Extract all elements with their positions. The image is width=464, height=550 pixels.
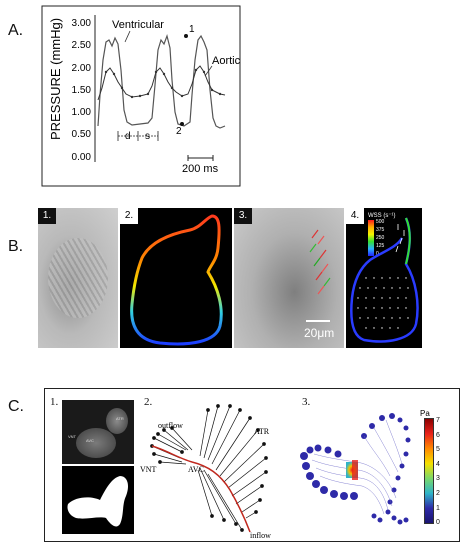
sub-label-b1: 1. bbox=[38, 208, 56, 224]
label-vnt: VNT bbox=[140, 465, 157, 474]
colorbar-tick: 1 bbox=[436, 504, 440, 512]
point-1-label: 1 bbox=[189, 24, 195, 35]
colorbar-tick: 0 bbox=[376, 251, 379, 257]
sub-label-b3: 3. bbox=[234, 208, 252, 224]
panel-b-letter: B. bbox=[8, 238, 24, 255]
y-axis-label: PRESSURE (mmHg) bbox=[48, 18, 63, 140]
panel-a-letter: A. bbox=[8, 22, 24, 39]
length-scale-bar bbox=[306, 320, 330, 322]
label-inflow: inflow bbox=[250, 531, 271, 540]
colorbar-tick: 6 bbox=[436, 431, 440, 439]
y-tick: 2.00 bbox=[72, 63, 92, 74]
image-label-atr: ATR bbox=[116, 416, 124, 421]
sub-label-c1: 1. bbox=[50, 396, 59, 408]
sub-label-b4: 4. bbox=[346, 208, 364, 224]
aortic-markers bbox=[104, 68, 222, 99]
y-tick: 1.00 bbox=[72, 107, 92, 118]
velocity-vectors bbox=[309, 229, 331, 295]
label-atr: ATR bbox=[254, 427, 270, 436]
y-tick: 0.00 bbox=[72, 152, 92, 163]
microscopy-image-3: 3. 20μm bbox=[234, 208, 344, 348]
wss-outline-image: 2. bbox=[120, 208, 232, 348]
pressure-hotspot bbox=[346, 460, 358, 480]
phase-d-label: d bbox=[125, 131, 131, 142]
colorbar-tick: 3 bbox=[436, 475, 440, 483]
phase-s-label: s bbox=[145, 131, 150, 142]
pressure-chart: PRESSURE (mmHg) 0.00 0.50 1.00 1.50 2.00… bbox=[41, 5, 241, 187]
aortic-trace bbox=[97, 65, 226, 101]
length-scale-label: 20μm bbox=[304, 326, 335, 340]
colorbar-tick: 250 bbox=[376, 235, 385, 241]
series-label-ventricular: Ventricular bbox=[112, 19, 164, 31]
centerline-path bbox=[151, 445, 251, 533]
label-avc: AVC bbox=[188, 465, 204, 474]
vessel-outline bbox=[350, 217, 419, 343]
chart-frame bbox=[41, 5, 241, 187]
point-2-label: 2 bbox=[176, 126, 182, 137]
colorbar-tick: 4 bbox=[436, 460, 440, 468]
vector-grid bbox=[357, 277, 409, 329]
confocal-image: VNT AVC ATR bbox=[62, 400, 134, 464]
sub-label-c2: 2. bbox=[144, 396, 153, 408]
colorbar-tick: 125 bbox=[376, 243, 385, 249]
time-scale-label: 200 ms bbox=[182, 163, 219, 175]
segmentation-mask bbox=[62, 466, 134, 534]
y-tick: 2.50 bbox=[72, 40, 92, 51]
colorbar-tick: 5 bbox=[436, 446, 440, 454]
colorbar-tick: 0 bbox=[436, 519, 440, 527]
mesh-nodes bbox=[300, 413, 411, 525]
point-1-marker bbox=[184, 34, 188, 38]
y-tick: 3.00 bbox=[72, 18, 92, 29]
wss-outline-path bbox=[130, 214, 223, 346]
colorbar-tick: 7 bbox=[436, 417, 440, 424]
wss-vector-field: 4. WSS (s⁻¹) 500 375 250 125 0 bbox=[346, 208, 422, 348]
ventricular-trace bbox=[97, 33, 226, 129]
colorbar-title-c: Pa bbox=[420, 409, 430, 418]
sub-label-b2: 2. bbox=[120, 208, 138, 224]
colorbar-c bbox=[424, 418, 434, 524]
point-2-marker bbox=[180, 122, 184, 126]
y-tick: 1.50 bbox=[72, 85, 92, 96]
y-tick: 0.50 bbox=[72, 129, 92, 140]
colorbar-tick: 2 bbox=[436, 489, 440, 497]
panel-c-letter: C. bbox=[8, 398, 24, 415]
image-label-vnt: VNT bbox=[68, 434, 76, 439]
colorbar-tick: 500 bbox=[376, 219, 385, 225]
label-outflow: outflow bbox=[158, 421, 183, 430]
colorbar-tick: 375 bbox=[376, 227, 385, 233]
sub-label-c3: 3. bbox=[302, 396, 311, 408]
microscopy-image-1: 1. bbox=[38, 208, 118, 348]
image-label-avc: AVC bbox=[86, 438, 94, 443]
series-label-aortic: Aortic bbox=[212, 55, 241, 67]
centerline-diagram: outflow VNT AVC ATR inflow bbox=[140, 404, 271, 540]
colorbar-title-b: WSS (s⁻¹) bbox=[368, 213, 396, 219]
colorbar-b bbox=[368, 220, 374, 256]
pressure-mesh: Pa bbox=[300, 409, 430, 525]
